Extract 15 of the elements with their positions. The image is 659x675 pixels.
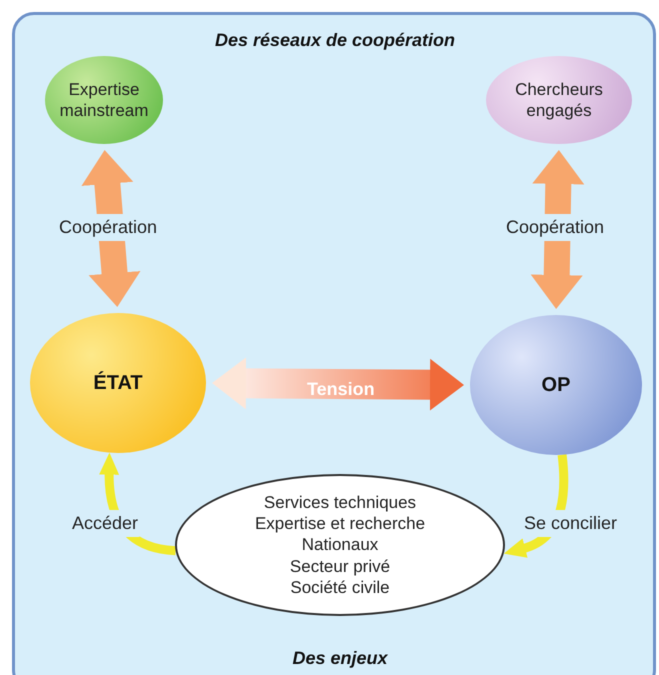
double-arrow — [212, 357, 464, 411]
node-label: Société civile — [289, 576, 391, 598]
node-label: Secteur privé — [288, 556, 392, 577]
node-label: Chercheurs engagés — [514, 78, 604, 122]
node-label: Services techniques — [262, 492, 418, 514]
double-arrow — [81, 150, 140, 308]
title: Des réseaux de coopération — [214, 29, 456, 52]
footer-label: Des enjeux — [291, 647, 389, 670]
edge-label: Tension — [306, 378, 376, 401]
node-label: Nationaux — [300, 534, 380, 556]
node-label: OP — [540, 372, 572, 398]
node-label: ÉTAT — [92, 370, 144, 396]
node-label: Expertise mainstream — [58, 78, 150, 122]
double-arrow — [530, 150, 584, 309]
node-label: Expertise et recherche — [254, 513, 426, 534]
